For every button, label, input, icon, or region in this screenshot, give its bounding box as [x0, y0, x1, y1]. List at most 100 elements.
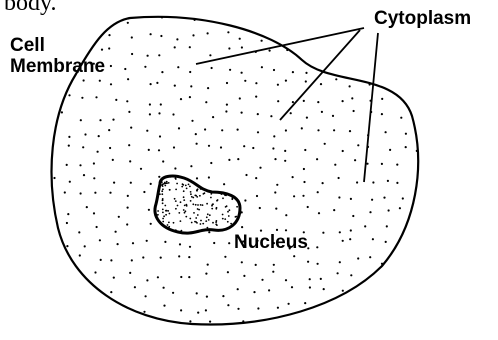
cytoplasm-dot [96, 226, 98, 228]
nucleus-dot [157, 214, 159, 216]
cytoplasm-dot [134, 286, 136, 288]
cytoplasm-dot [400, 80, 402, 82]
nucleus-dot [200, 223, 202, 225]
nucleus-dot [205, 176, 207, 178]
nucleus-dot [236, 206, 238, 208]
cytoplasm-dot [108, 129, 110, 131]
cytoplasm-dot [309, 278, 311, 280]
cytoplasm-dot [189, 320, 191, 322]
cytoplasm-dot [419, 165, 421, 167]
cytoplasm-dot [244, 80, 246, 82]
nucleus-dot [211, 208, 213, 210]
nucleus-dot [163, 230, 165, 232]
nucleus-dot [210, 193, 212, 195]
cytoplasm-dot [129, 327, 131, 329]
nucleus-dot [225, 180, 227, 182]
cytoplasm-dot [369, 256, 371, 258]
cytoplasm-dot [320, 16, 322, 18]
cytoplasm-dot [109, 192, 111, 194]
cytoplasm-dot [174, 85, 176, 87]
cytoplasm-dot [324, 143, 326, 145]
cytoplasm-dot [99, 239, 101, 241]
cytoplasm-dot [273, 135, 275, 137]
cytoplasm-dot [269, 50, 271, 52]
nucleus-dot [164, 185, 166, 187]
nucleus-dot [224, 194, 226, 196]
cytoplasm-dot [275, 208, 277, 210]
nucleus-dot [217, 199, 219, 201]
cytoplasm-dot [128, 144, 130, 146]
cytoplasm-dot [245, 174, 247, 176]
cytoplasm-dot [319, 34, 321, 36]
cytoplasm-dot [316, 246, 318, 248]
cytoplasm-dot [115, 231, 117, 233]
cytoplasm-dot [285, 279, 287, 281]
cytoplasm-dot [351, 97, 353, 99]
nucleus-dot [180, 220, 182, 222]
cytoplasm-dot [208, 231, 210, 233]
nucleus-dot [222, 214, 224, 216]
cytoplasm-dot [381, 163, 383, 165]
cytoplasm-dot [415, 55, 417, 57]
cytoplasm-dot [364, 225, 366, 227]
cytoplasm-dot [162, 160, 164, 162]
nucleus-dot [206, 183, 208, 185]
cytoplasm-dot [172, 292, 174, 294]
nucleus-dot [240, 187, 242, 189]
nucleus-dot [227, 211, 229, 213]
cytoplasm-dot [396, 164, 398, 166]
cytoplasm-dot [342, 100, 344, 102]
cytoplasm-dot [84, 295, 86, 297]
nucleus-dot [207, 213, 209, 215]
nucleus-dot [211, 185, 213, 187]
cytoplasm-dot [61, 16, 63, 18]
cytoplasm-dot [130, 182, 132, 184]
nucleus-dot [215, 208, 217, 210]
cytoplasm-dot [389, 149, 391, 151]
cytoplasm-dot [192, 34, 194, 36]
nucleus-dot [164, 182, 166, 184]
cytoplasm-dot [207, 32, 209, 34]
cytoplasm-dot [341, 310, 343, 312]
nucleus-dot [155, 173, 157, 175]
cytoplasm-dot [208, 176, 210, 178]
cytoplasm-dot [304, 302, 306, 304]
cytoplasm-dot [213, 242, 215, 244]
cytoplasm-dot [204, 128, 206, 130]
cytoplasm-dot [370, 66, 372, 68]
cytoplasm-dot [205, 309, 207, 311]
cytoplasm-dot [145, 295, 147, 297]
cytoplasm-dot [303, 100, 305, 102]
cytoplasm-dot [96, 31, 98, 33]
nucleus-dot [212, 178, 214, 180]
cytoplasm-dot [255, 177, 257, 179]
nucleus-dot [200, 220, 202, 222]
cytoplasm-dot [257, 307, 259, 309]
cytoplasm-dot [355, 295, 357, 297]
nucleus-dot [199, 195, 201, 197]
cytoplasm-dot [79, 326, 81, 328]
cytoplasm-dot [352, 47, 354, 49]
cytoplasm-dot [349, 22, 351, 24]
cytoplasm-dot [226, 104, 228, 106]
cytoplasm-dot [357, 326, 359, 328]
cytoplasm-dot [113, 277, 115, 279]
cytoplasm-dot [158, 112, 160, 114]
nucleus-dot [165, 214, 167, 216]
nucleus-dot [180, 201, 182, 203]
cytoplasm-dot [205, 101, 207, 103]
cytoplasm-dot [237, 288, 239, 290]
cytoplasm-dot [131, 36, 133, 38]
cytoplasm-dot [400, 117, 402, 119]
cytoplasm-dot [65, 259, 67, 261]
cytoplasm-dot [66, 222, 68, 224]
nucleus-dot [166, 234, 168, 236]
nucleus-dot [200, 204, 202, 206]
nucleus-dot [192, 197, 194, 199]
cytoplasm-dot [196, 177, 198, 179]
cytoplasm-dot [241, 261, 243, 263]
cytoplasm-dot [398, 257, 400, 259]
cytoplasm-dot [341, 320, 343, 322]
nucleus-dot [185, 216, 187, 218]
cytoplasm-dot [127, 22, 129, 24]
